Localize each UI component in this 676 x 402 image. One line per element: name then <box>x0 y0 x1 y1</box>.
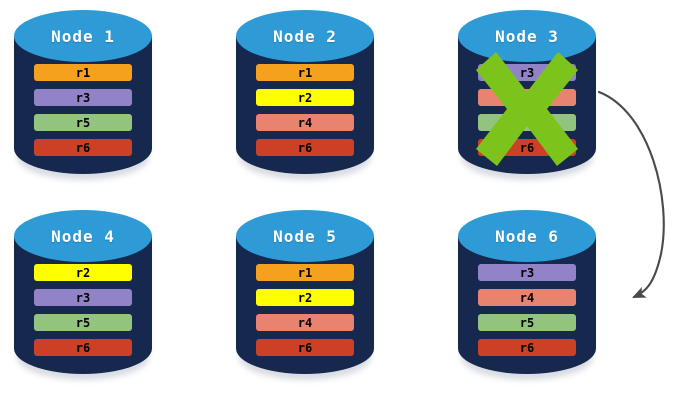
database-node-3[interactable]: Node 3 r3 r4 r5 r6 <box>456 8 598 186</box>
record-label: r5 <box>519 115 535 130</box>
record-label: r1 <box>297 265 313 280</box>
record-bar[interactable]: r5 <box>478 114 576 131</box>
node-label: Node 1 <box>51 26 115 46</box>
record-list: r1 r2 r4 r6 <box>256 264 354 356</box>
record-bar[interactable]: r4 <box>256 114 354 131</box>
database-node-2[interactable]: Node 2 r1 r2 r4 r6 <box>234 8 376 186</box>
record-label: r4 <box>519 90 535 105</box>
record-label: r6 <box>519 140 535 155</box>
record-label: r6 <box>75 340 91 355</box>
database-node-5[interactable]: Node 5 r1 r2 r4 r6 <box>234 208 376 386</box>
record-label: r3 <box>519 65 535 80</box>
database-node-1[interactable]: Node 1 r1 r3 r5 r6 <box>12 8 154 186</box>
record-bar[interactable]: r2 <box>256 289 354 306</box>
record-bar[interactable]: r6 <box>478 339 576 356</box>
record-list: r2 r3 r5 r6 <box>34 264 132 356</box>
record-bar[interactable]: r3 <box>478 264 576 281</box>
record-bar[interactable]: r1 <box>34 64 132 81</box>
record-label: r3 <box>75 290 91 305</box>
node-top-disc <box>458 210 596 262</box>
database-node-4[interactable]: Node 4 r2 r3 r5 r6 <box>12 208 154 386</box>
record-label: r5 <box>75 315 91 330</box>
record-bar[interactable]: r4 <box>478 89 576 106</box>
record-label: r1 <box>297 65 313 80</box>
record-label: r5 <box>75 115 91 130</box>
record-bar[interactable]: r2 <box>256 89 354 106</box>
record-label: r2 <box>297 90 313 105</box>
record-label: r3 <box>519 265 535 280</box>
record-label: r6 <box>297 140 313 155</box>
record-label: r6 <box>297 340 313 355</box>
record-label: r3 <box>75 90 91 105</box>
record-bar[interactable]: r6 <box>256 339 354 356</box>
record-label: r5 <box>519 315 535 330</box>
node-top-disc <box>236 10 374 62</box>
record-bar[interactable]: r6 <box>34 339 132 356</box>
node-top-disc <box>14 210 152 262</box>
record-label: r6 <box>75 140 91 155</box>
node-label: Node 5 <box>273 226 337 246</box>
record-label: r4 <box>519 290 535 305</box>
record-list: r1 r2 r4 r6 <box>256 64 354 156</box>
node-label: Node 4 <box>51 226 115 246</box>
record-label: r2 <box>75 265 91 280</box>
node-top-disc <box>14 10 152 62</box>
record-bar[interactable]: r4 <box>256 314 354 331</box>
record-bar[interactable]: r5 <box>34 314 132 331</box>
record-list: r1 r3 r5 r6 <box>34 64 132 156</box>
record-bar[interactable]: r3 <box>34 289 132 306</box>
record-label: r4 <box>297 115 313 130</box>
record-list: r3 r4 r5 r6 <box>478 264 576 356</box>
node-label: Node 6 <box>495 226 559 246</box>
record-bar[interactable]: r5 <box>478 314 576 331</box>
record-list: r3 r4 r5 r6 <box>478 64 576 156</box>
record-bar[interactable]: r1 <box>256 264 354 281</box>
record-label: r1 <box>75 65 91 80</box>
record-bar[interactable]: r6 <box>478 139 576 156</box>
record-bar[interactable]: r6 <box>34 139 132 156</box>
record-label: r4 <box>297 315 313 330</box>
record-bar[interactable]: r1 <box>256 64 354 81</box>
node-label: Node 2 <box>273 26 337 46</box>
record-bar[interactable]: r3 <box>478 64 576 81</box>
record-label: r6 <box>519 340 535 355</box>
record-label: r2 <box>297 290 313 305</box>
record-bar[interactable]: r2 <box>34 264 132 281</box>
record-bar[interactable]: r3 <box>34 89 132 106</box>
record-bar[interactable]: r4 <box>478 289 576 306</box>
arrow-curve <box>597 90 665 299</box>
record-bar[interactable]: r5 <box>34 114 132 131</box>
record-bar[interactable]: r6 <box>256 139 354 156</box>
node-label: Node 3 <box>495 26 559 46</box>
database-node-6[interactable]: Node 6 r3 r4 r5 r6 <box>456 208 598 386</box>
node-top-disc <box>236 210 374 262</box>
